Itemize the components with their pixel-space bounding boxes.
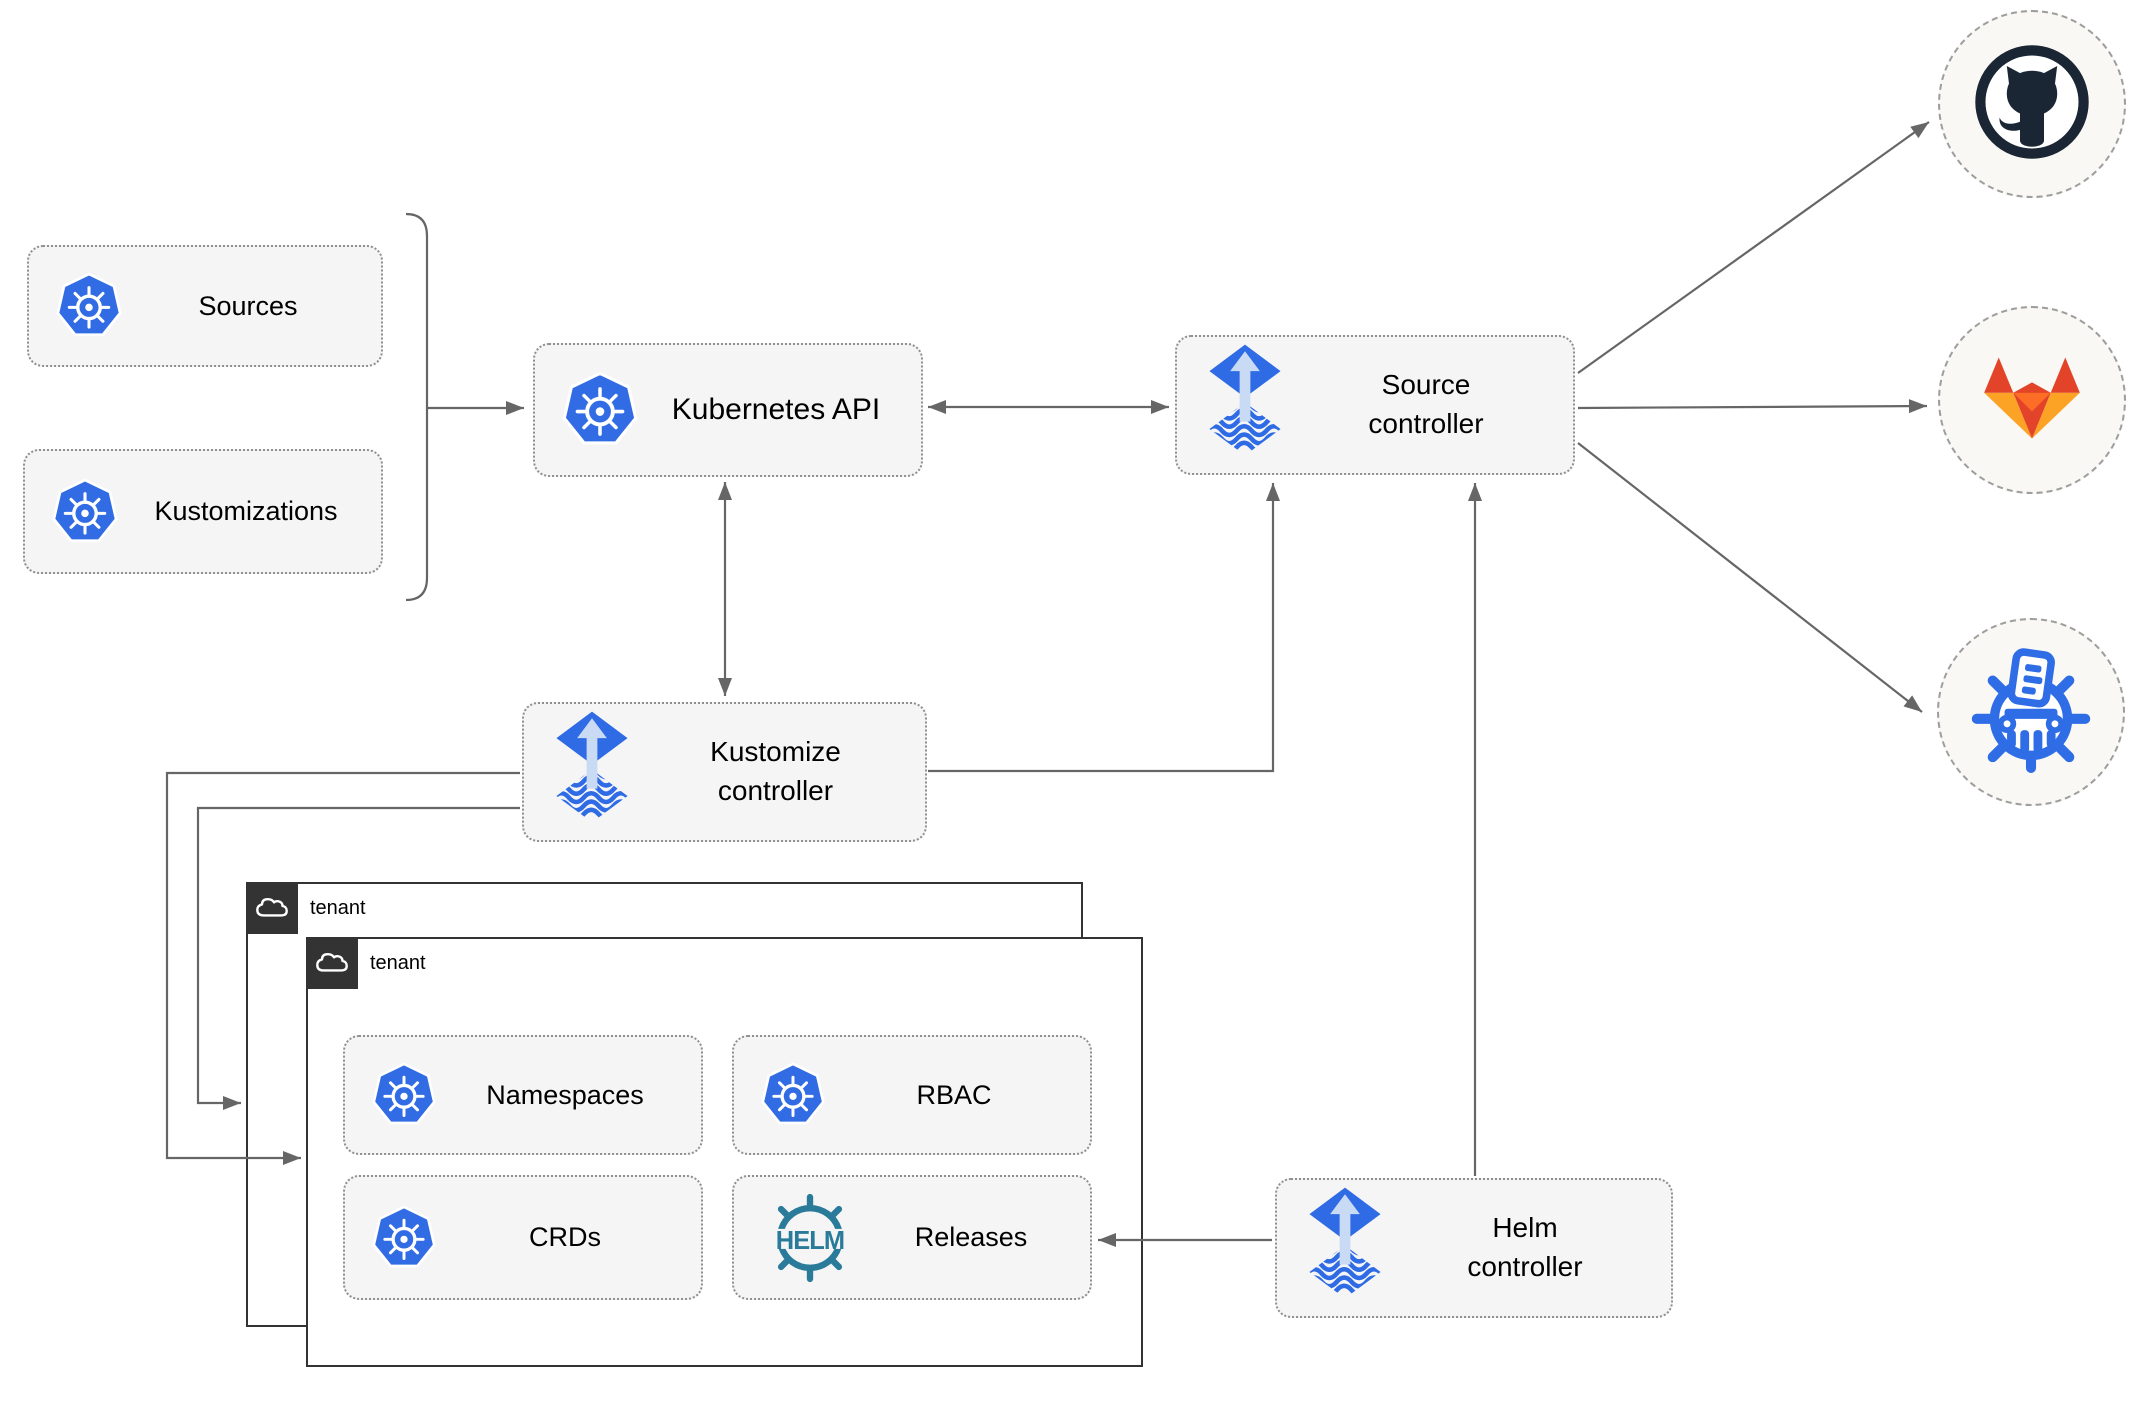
node-label: Kubernetes API [671,393,881,426]
cloud-icon [251,885,293,932]
node-label: CRDs [529,1222,601,1252]
kubernetes-icon [51,478,119,546]
flux-icon [550,710,634,834]
node-label: Namespaces [486,1079,644,1110]
github-icon [1972,42,2092,167]
helm-repository-circle [1937,618,2125,806]
gitlab-source-circle [1938,306,2126,494]
flux-icon [1203,343,1287,467]
node-label: Source controller [1368,369,1484,439]
helm-repository-icon [1968,647,2094,778]
node-label: Sources [198,290,298,321]
node-releases: HELM Releases [732,1175,1092,1300]
tenant-header [246,882,298,934]
node-label: Kustomize controller [710,736,841,806]
cloud-icon [311,940,353,987]
connector-source-to-github [1577,121,1930,374]
node-label: Helm controller [1467,1212,1583,1282]
node-sources: Sources [27,245,383,367]
tenant-label: tenant [370,951,426,974]
node-label: Releases [914,1222,1028,1252]
node-kustomize-controller: Kustomize controller [522,702,927,842]
helm-icon: HELM [760,1190,860,1286]
tenant-header [306,937,358,989]
kubernetes-icon [561,371,639,449]
node-kustomizations: Kustomizations [23,449,383,574]
helm-logo-text: HELM [776,1226,844,1254]
tenant-label: tenant [310,896,366,919]
node-label: Kustomizations [154,496,338,526]
kubernetes-icon [371,1062,437,1128]
kubernetes-icon [55,272,123,340]
github-source-circle [1938,10,2126,198]
connector-source-to-gitlab [1577,399,1928,414]
bracket-sources-group [405,212,429,602]
node-namespaces: Namespaces [343,1035,703,1155]
gitlab-icon [1980,351,2084,450]
node-kubernetes-api: Kubernetes API [533,343,923,477]
node-rbac: RBAC [732,1035,1092,1155]
kubernetes-icon [760,1062,826,1128]
connector-kustomize-to-source-controller [928,483,1280,773]
flux-icon [1303,1186,1387,1310]
kubernetes-icon [371,1205,437,1271]
node-source-controller: Source controller [1175,335,1575,475]
node-label: RBAC [916,1079,992,1110]
connector-source-to-registry [1577,442,1923,713]
node-helm-controller: Helm controller [1275,1178,1673,1318]
node-crds: CRDs [343,1175,703,1300]
